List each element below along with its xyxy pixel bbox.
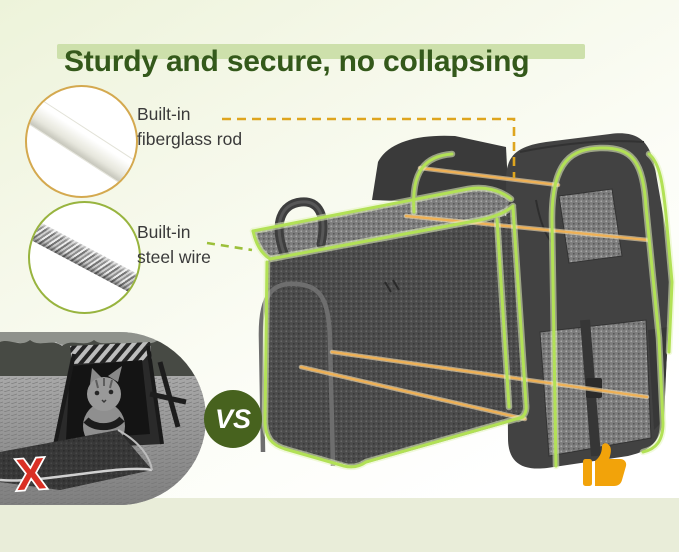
- expansion-mesh-box: [253, 188, 528, 467]
- bottom-color-band: [0, 498, 679, 552]
- steel-wire-feature-label: Built-in steel wire: [137, 220, 211, 270]
- zipper-pulls: [384, 279, 400, 293]
- red-cross-icon: X: [15, 449, 48, 500]
- collapsed-carrier: [0, 342, 187, 490]
- steel-wire-icon: [28, 201, 141, 314]
- fiberglass-rod-icon: [25, 85, 138, 198]
- title-highlight-bar: [57, 44, 585, 59]
- feature-label-line: Built-in: [137, 104, 191, 124]
- feature-label-line: Built-in: [137, 222, 191, 242]
- vs-badge: VS: [204, 390, 262, 448]
- thumbs-up-icon: [583, 443, 627, 486]
- feature-label-line: steel wire: [137, 247, 211, 267]
- feature-label-line: fiberglass rod: [137, 129, 243, 149]
- fiberglass-feature-label: Built-in fiberglass rod: [137, 102, 242, 152]
- collapsed-carrier-photo: X: [0, 332, 206, 505]
- steel-callout-line: [206, 241, 253, 252]
- page-title: Sturdy and secure, no collapsing: [64, 45, 530, 79]
- fiberglass-callout-line: [222, 117, 516, 178]
- backpack-top-mesh-window: [558, 188, 623, 264]
- mesh-door-arch: [258, 281, 336, 467]
